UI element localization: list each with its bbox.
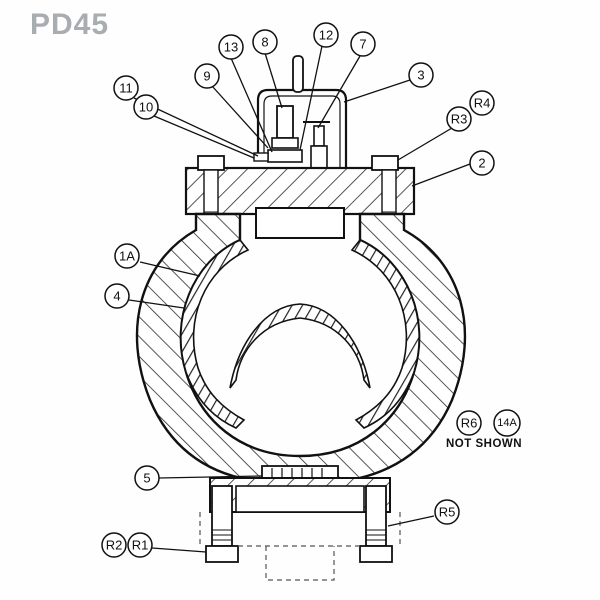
callout-text: 1A <box>119 249 135 264</box>
callout-r3: R3 <box>446 106 472 132</box>
callout-r4: R4 <box>469 90 495 116</box>
not-shown-note: NOT SHOWN <box>446 438 523 450</box>
callout-circle <box>469 150 495 176</box>
callout-circle <box>493 409 521 437</box>
base-part-5 <box>199 465 401 581</box>
callout-text: 7 <box>359 37 366 52</box>
callout-circle <box>218 34 244 60</box>
callout-9: 9 <box>194 63 220 89</box>
valve-body-part-1A <box>135 212 467 482</box>
callout-text: 8 <box>261 35 268 50</box>
callout-text: 4 <box>113 289 120 304</box>
sleeve-part-4 <box>180 239 420 429</box>
callout-5: 5 <box>134 465 160 491</box>
callout-text: R1 <box>132 538 149 553</box>
callout-7: 7 <box>350 31 376 57</box>
callout-circle <box>114 243 140 269</box>
callout-1a: 1A <box>114 243 140 269</box>
callout-circle <box>456 410 482 436</box>
callout-r6: R6 <box>456 410 482 436</box>
callout-text: 12 <box>319 28 333 43</box>
callout-text: R3 <box>451 112 468 127</box>
callout-circle <box>104 283 130 309</box>
callout-circle <box>434 499 460 525</box>
callout-8: 8 <box>252 29 278 55</box>
callout-circle <box>313 22 339 48</box>
callout-14a: 14A <box>493 409 521 437</box>
callout-text: 13 <box>224 40 238 55</box>
cap-part-3 <box>256 55 348 170</box>
callout-r5: R5 <box>434 499 460 525</box>
callout-text: R2 <box>106 538 123 553</box>
callout-circle <box>133 94 159 120</box>
callout-13: 13 <box>218 34 244 60</box>
callout-circle <box>127 532 153 558</box>
callout-circle <box>469 90 495 116</box>
callout-12: 12 <box>313 22 339 48</box>
callout-text: 14A <box>497 417 517 429</box>
callout-circle <box>252 29 278 55</box>
callout-circle <box>446 106 472 132</box>
callout-text: R6 <box>461 416 478 431</box>
callout-circle <box>101 532 127 558</box>
callout-text: 2 <box>478 156 485 171</box>
callout-2: 2 <box>469 150 495 176</box>
callout-circle <box>408 62 434 88</box>
callout-3: 3 <box>408 62 434 88</box>
callout-text: R5 <box>439 505 456 520</box>
callout-text: 5 <box>143 471 150 486</box>
callout-text: 3 <box>417 68 424 83</box>
callout-11: 11 <box>113 75 139 101</box>
callout-circle <box>113 75 139 101</box>
callout-circle <box>350 31 376 57</box>
callout-circle <box>134 465 160 491</box>
callout-r1: R1 <box>127 532 153 558</box>
callout-circle <box>194 63 220 89</box>
callout-r2: R2 <box>101 532 127 558</box>
callout-text: 10 <box>139 100 153 115</box>
callout-text: R4 <box>474 96 491 111</box>
callout-text: 9 <box>203 69 210 84</box>
callout-10: 10 <box>133 94 159 120</box>
callout-4: 4 <box>104 283 130 309</box>
product-code: PD45 <box>30 8 110 41</box>
callout-text: 11 <box>119 81 133 96</box>
